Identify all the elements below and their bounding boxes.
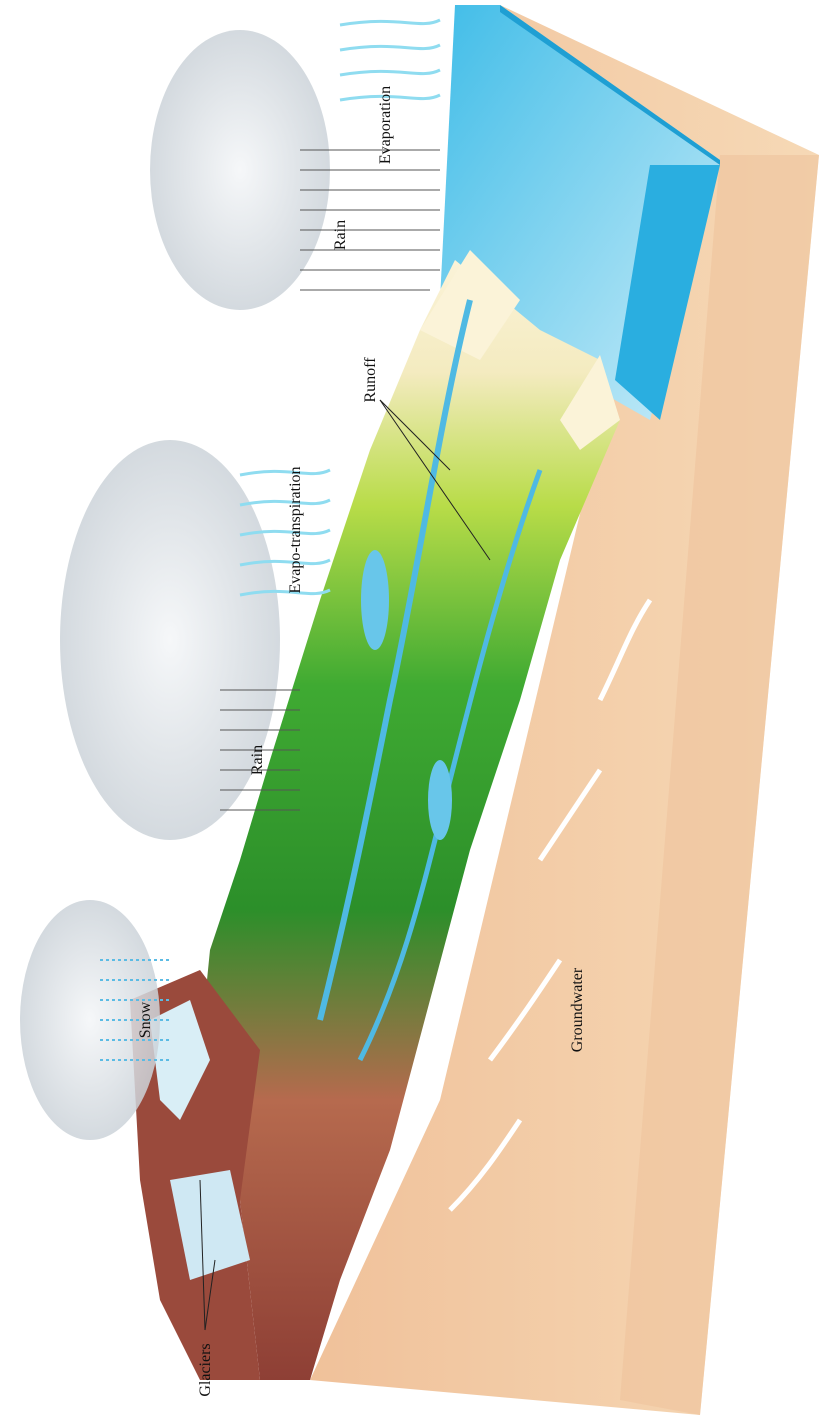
label-rain-land: Rain bbox=[249, 745, 266, 775]
cloud-land bbox=[60, 440, 280, 840]
label-evaporation: Evaporation bbox=[377, 86, 394, 164]
lake-2 bbox=[428, 760, 452, 840]
label-snow: Snow bbox=[137, 1001, 154, 1038]
label-runoff: Runoff bbox=[362, 357, 379, 403]
lake-1 bbox=[361, 550, 389, 650]
label-groundwater: Groundwater bbox=[569, 967, 586, 1052]
label-evapotranspiration: Evapo-transpiration bbox=[287, 466, 304, 593]
label-rain-ocean: Rain bbox=[332, 220, 349, 250]
label-glaciers: Glaciers bbox=[197, 1343, 214, 1396]
